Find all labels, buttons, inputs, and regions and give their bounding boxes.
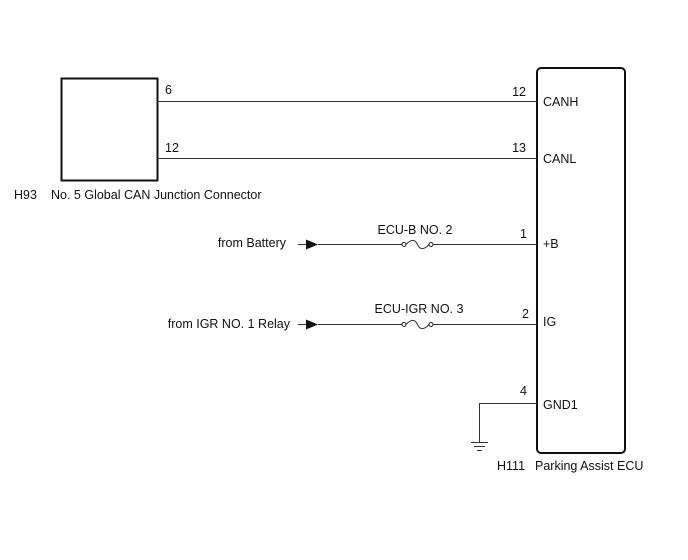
- ecu-pin-canh-number: 12: [512, 85, 526, 99]
- ecu-pin-b-number: 1: [520, 227, 527, 241]
- battery-arrow-icon: [306, 239, 318, 250]
- ig-source-label: from IGR NO. 1 Relay: [168, 317, 291, 331]
- ecu-pin-ig-label: IG: [543, 315, 556, 329]
- ecu-pin-gnd-label: GND1: [543, 398, 578, 412]
- h93-name: No. 5 Global CAN Junction Connector: [51, 188, 262, 202]
- ecu-name: Parking Assist ECU: [535, 459, 643, 473]
- fuse-icon: [401, 319, 434, 330]
- ecu-pin-gnd-number: 4: [520, 384, 527, 398]
- ecu-pin-canl-number: 13: [512, 141, 526, 155]
- battery-fuse-label: ECU-B NO. 2: [377, 223, 452, 237]
- ground-wire: [479, 403, 537, 442]
- parking-assist-ecu-box: [536, 67, 626, 454]
- ig-fuse-label: ECU-IGR NO. 3: [375, 302, 464, 316]
- junction-connector-box: [60, 77, 159, 182]
- ecu-code: H111: [497, 459, 525, 473]
- battery-source-label: from Battery: [218, 236, 287, 250]
- ground-icon: [471, 442, 488, 451]
- ecu-pin-canh-label: CANH: [543, 95, 578, 109]
- ecu-pin-canl-label: CANL: [543, 152, 576, 166]
- h93-code: H93: [14, 188, 37, 202]
- h93-pin-canh: 6: [165, 83, 172, 97]
- ig-arrow-icon: [306, 319, 318, 330]
- h93-pin-canl: 12: [165, 141, 179, 155]
- fuse-icon: [401, 239, 434, 250]
- ecu-pin-b-label: +B: [543, 237, 559, 251]
- ecu-pin-ig-number: 2: [522, 307, 529, 321]
